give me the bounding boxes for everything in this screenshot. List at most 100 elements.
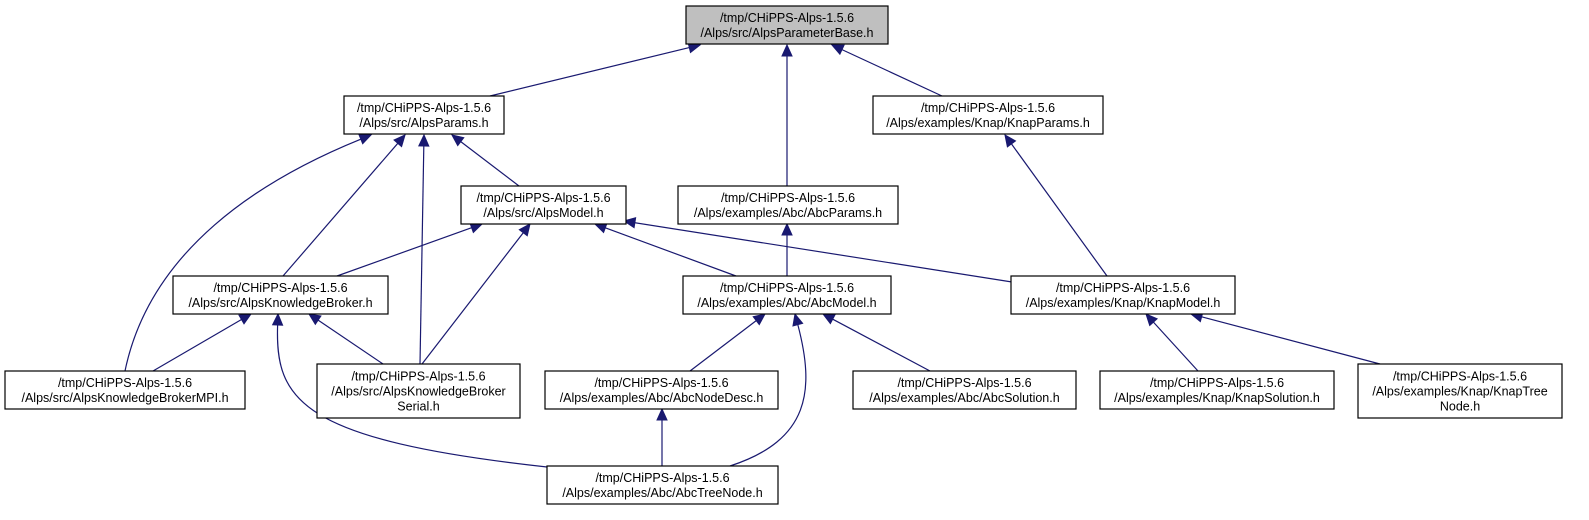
node-knaptreenode[interactable]: /tmp/CHiPPS-Alps-1.5.6/Alps/examples/Kna…	[1357, 363, 1563, 419]
edge-brokerserial-to-broker	[307, 313, 384, 365]
node-label-line: /Alps/src/AlpsKnowledgeBroker.h	[188, 296, 372, 310]
node-label-line: /Alps/src/AlpsParams.h	[359, 116, 488, 130]
node-box[interactable]	[682, 275, 892, 315]
node-box[interactable]	[4, 370, 246, 410]
node-abcparams[interactable]: /tmp/CHiPPS-Alps-1.5.6/Alps/examples/Abc…	[677, 185, 899, 225]
arrowhead-icon	[781, 43, 793, 57]
node-label-line: /Alps/src/AlpsModel.h	[483, 206, 603, 220]
edge-abctreenode-to-abcmodel	[729, 312, 807, 467]
node-label-line: /tmp/CHiPPS-Alps-1.5.6	[720, 281, 854, 295]
edge-line	[1201, 316, 1381, 365]
edge-line	[841, 49, 943, 97]
edge-line	[832, 318, 931, 372]
node-label-line: /tmp/CHiPPS-Alps-1.5.6	[351, 370, 485, 384]
node-abcmodel[interactable]: /tmp/CHiPPS-Alps-1.5.6/Alps/examples/Abc…	[682, 275, 892, 315]
arrowhead-icon	[238, 313, 253, 325]
edge-abcsolution-to-abcmodel	[821, 313, 931, 372]
node-box[interactable]	[343, 95, 505, 135]
node-label-line: /Alps/examples/Knap/KnapModel.h	[1026, 296, 1221, 310]
node-knapmodel[interactable]: /tmp/CHiPPS-Alps-1.5.6/Alps/examples/Kna…	[1010, 275, 1236, 315]
edge-line	[152, 319, 242, 372]
node-label-line: /tmp/CHiPPS-Alps-1.5.6	[595, 471, 729, 485]
arrowhead-icon	[307, 313, 322, 326]
node-box[interactable]	[1010, 275, 1236, 315]
edge-model-to-params	[451, 134, 520, 187]
node-abcsolution[interactable]: /tmp/CHiPPS-Alps-1.5.6/Alps/examples/Abc…	[852, 370, 1077, 410]
edge-line	[1010, 143, 1108, 277]
node-label-line: /Alps/examples/Abc/AbcTreeNode.h	[562, 486, 762, 500]
edge-line	[729, 324, 807, 467]
node-params[interactable]: /tmp/CHiPPS-Alps-1.5.6/Alps/src/AlpsPara…	[343, 95, 505, 135]
node-label-line: /tmp/CHiPPS-Alps-1.5.6	[921, 101, 1055, 115]
edge-knapparams-to-base	[830, 44, 943, 97]
node-label-line: Node.h	[1440, 400, 1480, 414]
node-box[interactable]	[544, 370, 779, 410]
node-label-line: /tmp/CHiPPS-Alps-1.5.6	[357, 101, 491, 115]
node-label-line: /Alps/examples/Abc/AbcParams.h	[694, 206, 882, 220]
node-box[interactable]	[460, 185, 627, 225]
edge-knapmodel-to-model	[622, 217, 1013, 283]
node-label-line: Serial.h	[397, 400, 439, 414]
edge-abcmodel-to-abcparams	[781, 222, 793, 276]
node-brokerserial[interactable]: /tmp/CHiPPS-Alps-1.5.6/Alps/src/AlpsKnow…	[316, 363, 521, 419]
node-base[interactable]: /tmp/CHiPPS-Alps-1.5.6/Alps/src/AlpsPara…	[685, 5, 889, 45]
arrowhead-icon	[1004, 134, 1017, 148]
arrowhead-icon	[830, 44, 845, 56]
node-box[interactable]	[852, 370, 1077, 410]
node-abctreenode[interactable]: /tmp/CHiPPS-Alps-1.5.6/Alps/examples/Abc…	[546, 465, 779, 505]
node-label-line: /tmp/CHiPPS-Alps-1.5.6	[1393, 370, 1527, 384]
node-box[interactable]	[677, 185, 899, 225]
edge-broker-to-model	[336, 222, 484, 277]
edge-line	[1152, 321, 1199, 372]
node-knapparams[interactable]: /tmp/CHiPPS-Alps-1.5.6/Alps/examples/Kna…	[872, 95, 1104, 135]
arrowhead-icon	[622, 217, 637, 229]
node-label-line: /tmp/CHiPPS-Alps-1.5.6	[476, 191, 610, 205]
node-box[interactable]	[546, 465, 779, 505]
edge-line	[460, 141, 520, 187]
node-label-line: /Alps/examples/Abc/AbcNodeDesc.h	[560, 391, 764, 405]
node-label-line: /tmp/CHiPPS-Alps-1.5.6	[58, 376, 192, 390]
node-abcnodedesc[interactable]: /tmp/CHiPPS-Alps-1.5.6/Alps/examples/Abc…	[544, 370, 779, 410]
node-broker[interactable]: /tmp/CHiPPS-Alps-1.5.6/Alps/src/AlpsKnow…	[172, 275, 389, 315]
edge-abcnodedesc-to-abcmodel	[689, 313, 766, 372]
arrowhead-icon	[821, 313, 836, 325]
node-model[interactable]: /tmp/CHiPPS-Alps-1.5.6/Alps/src/AlpsMode…	[460, 185, 627, 225]
node-brokermpi[interactable]: /tmp/CHiPPS-Alps-1.5.6/Alps/src/AlpsKnow…	[4, 370, 246, 410]
arrowhead-icon	[393, 134, 406, 148]
node-box[interactable]	[172, 275, 389, 315]
edge-brokerserial-to-model	[421, 223, 531, 365]
node-box[interactable]	[685, 5, 889, 45]
node-box[interactable]	[316, 363, 521, 419]
edge-line	[124, 138, 362, 372]
arrowhead-icon	[1145, 313, 1159, 327]
node-label-line: /tmp/CHiPPS-Alps-1.5.6	[1056, 281, 1190, 295]
node-knapsolution[interactable]: /tmp/CHiPPS-Alps-1.5.6/Alps/examples/Kna…	[1099, 370, 1335, 410]
edge-broker-to-params	[282, 134, 406, 277]
edge-brokermpi-to-params	[124, 133, 373, 372]
edge-brokermpi-to-broker	[152, 313, 253, 372]
node-label-line: /Alps/examples/Knap/KnapTree	[1372, 385, 1547, 399]
edge-line	[282, 142, 399, 277]
edge-abcparams-to-base	[781, 43, 793, 186]
node-box[interactable]	[872, 95, 1104, 135]
node-label-line: /tmp/CHiPPS-Alps-1.5.6	[720, 11, 854, 25]
node-box[interactable]	[1357, 363, 1563, 419]
arrowhead-icon	[271, 312, 284, 326]
edge-abctreenode-to-abcnodedesc	[656, 407, 668, 466]
edge-line	[336, 227, 472, 277]
edge-params-to-base	[489, 42, 702, 97]
edges-layer	[124, 42, 1381, 468]
node-label-line: /tmp/CHiPPS-Alps-1.5.6	[594, 376, 728, 390]
node-label-line: /Alps/examples/Abc/AbcSolution.h	[869, 391, 1059, 405]
edge-line	[689, 320, 757, 372]
arrowhead-icon	[781, 222, 793, 236]
arrowhead-icon	[656, 407, 668, 421]
edge-brokerserial-to-params	[418, 133, 430, 365]
arrowhead-icon	[518, 223, 531, 237]
edge-line	[489, 47, 690, 97]
arrowhead-icon	[418, 133, 430, 147]
node-box[interactable]	[1099, 370, 1335, 410]
node-label-line: /tmp/CHiPPS-Alps-1.5.6	[1150, 376, 1284, 390]
edge-knaptreenode-to-knapmodel	[1189, 311, 1381, 365]
